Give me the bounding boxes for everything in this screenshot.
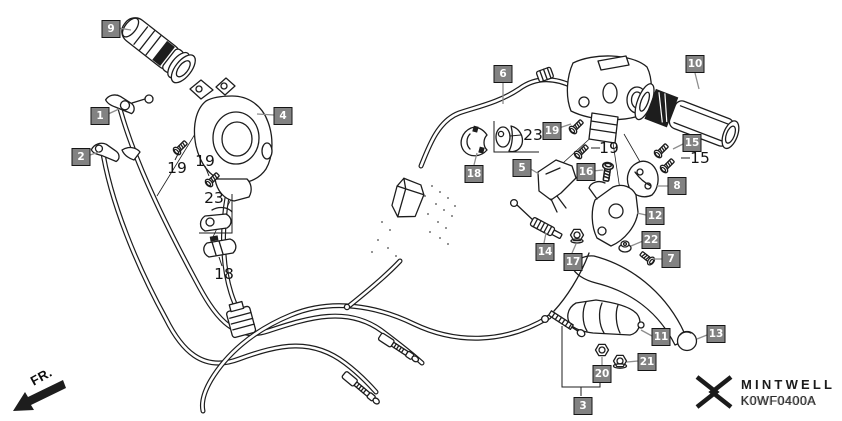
callout-boxed-12[interactable]: 12 [645, 207, 665, 225]
lock-nut-20 [594, 343, 610, 357]
cable-clamp-18-center [460, 125, 488, 157]
cable-adjuster-end-upper [377, 331, 421, 365]
callout-boxed-3[interactable]: 3 [573, 397, 593, 415]
screw-15-a [652, 141, 671, 160]
screw-15-b [658, 156, 677, 175]
label-dashes [174, 134, 690, 267]
left-grip [121, 17, 196, 84]
cable-damper-knob [535, 66, 554, 83]
brand-watermark: MINTWELL K0WF0400A [694, 374, 835, 410]
callout-boxed-20[interactable]: 20 [592, 365, 612, 383]
callout-boxed-16[interactable]: 16 [576, 163, 596, 181]
callout-boxed-11[interactable]: 11 [651, 328, 671, 346]
cable-adjuster-14 [529, 217, 563, 239]
screw-19-right-a [567, 117, 586, 136]
cable-clamp-23-left [199, 206, 233, 232]
callout-plain-15: 15 [690, 149, 710, 167]
callout-boxed-5[interactable]: 5 [512, 159, 532, 177]
callout-boxed-21[interactable]: 21 [637, 353, 657, 371]
callout-leaders [86, 27, 708, 365]
callout-boxed-14[interactable]: 14 [535, 243, 555, 261]
callout-boxed-6[interactable]: 6 [493, 65, 513, 83]
harness-connector-left [226, 300, 257, 339]
callout-boxed-18[interactable]: 18 [464, 165, 484, 183]
left-switch-housing [189, 77, 273, 202]
callout-plain-18: 18 [214, 265, 234, 283]
callout-boxed-9[interactable]: 9 [101, 20, 121, 38]
cable-clamp-23-center [495, 125, 524, 153]
lever-boot [567, 299, 645, 336]
callout-boxed-1[interactable]: 1 [90, 107, 110, 125]
callout-boxed-19[interactable]: 19 [542, 122, 562, 140]
callout-boxed-17[interactable]: 17 [563, 253, 583, 271]
callout-boxed-15[interactable]: 15 [682, 134, 702, 152]
callout-boxed-13[interactable]: 13 [706, 325, 726, 343]
cable-rod-end [547, 310, 586, 338]
diagram-code: K0WF0400A [741, 393, 817, 408]
right-grip [634, 83, 740, 150]
brand-name: MINTWELL [741, 376, 836, 392]
callout-boxed-10[interactable]: 10 [685, 55, 705, 73]
harness-connector-right [391, 177, 425, 218]
front-direction-arrow [13, 380, 66, 411]
brand-logo-icon [695, 375, 733, 409]
callout-plain-19: 19 [167, 159, 187, 177]
pivot-bolt-7 [637, 249, 657, 267]
callout-boxed-4[interactable]: 4 [273, 107, 293, 125]
callout-plain-23: 23 [204, 189, 224, 207]
callout-boxed-2[interactable]: 2 [71, 148, 91, 166]
callout-boxed-8[interactable]: 8 [667, 177, 687, 195]
callout-boxed-22[interactable]: 22 [641, 231, 661, 249]
callout-boxed-7[interactable]: 7 [661, 250, 681, 268]
pivot-bushing [618, 240, 632, 253]
handlebar-clamp [626, 160, 659, 198]
callout-plain-19-2: 19 [195, 152, 215, 170]
lever-bracket [588, 181, 639, 247]
cable-clamp-18-left [203, 235, 237, 258]
callout-plain-19-3: 19 [599, 139, 619, 157]
throttle-cable-elbow-1 [104, 94, 135, 115]
screw-19-right-b [572, 142, 591, 161]
brake-switch-piece [537, 159, 577, 213]
brake-lever [571, 255, 698, 352]
right-switch-housing [566, 55, 653, 144]
flange-nut-21 [612, 354, 628, 368]
callout-plain-23-2: 23 [523, 126, 543, 144]
control-cables [102, 80, 574, 411]
group-brackets [199, 121, 601, 396]
stipple-shading [371, 185, 456, 257]
screw-16 [599, 161, 615, 183]
